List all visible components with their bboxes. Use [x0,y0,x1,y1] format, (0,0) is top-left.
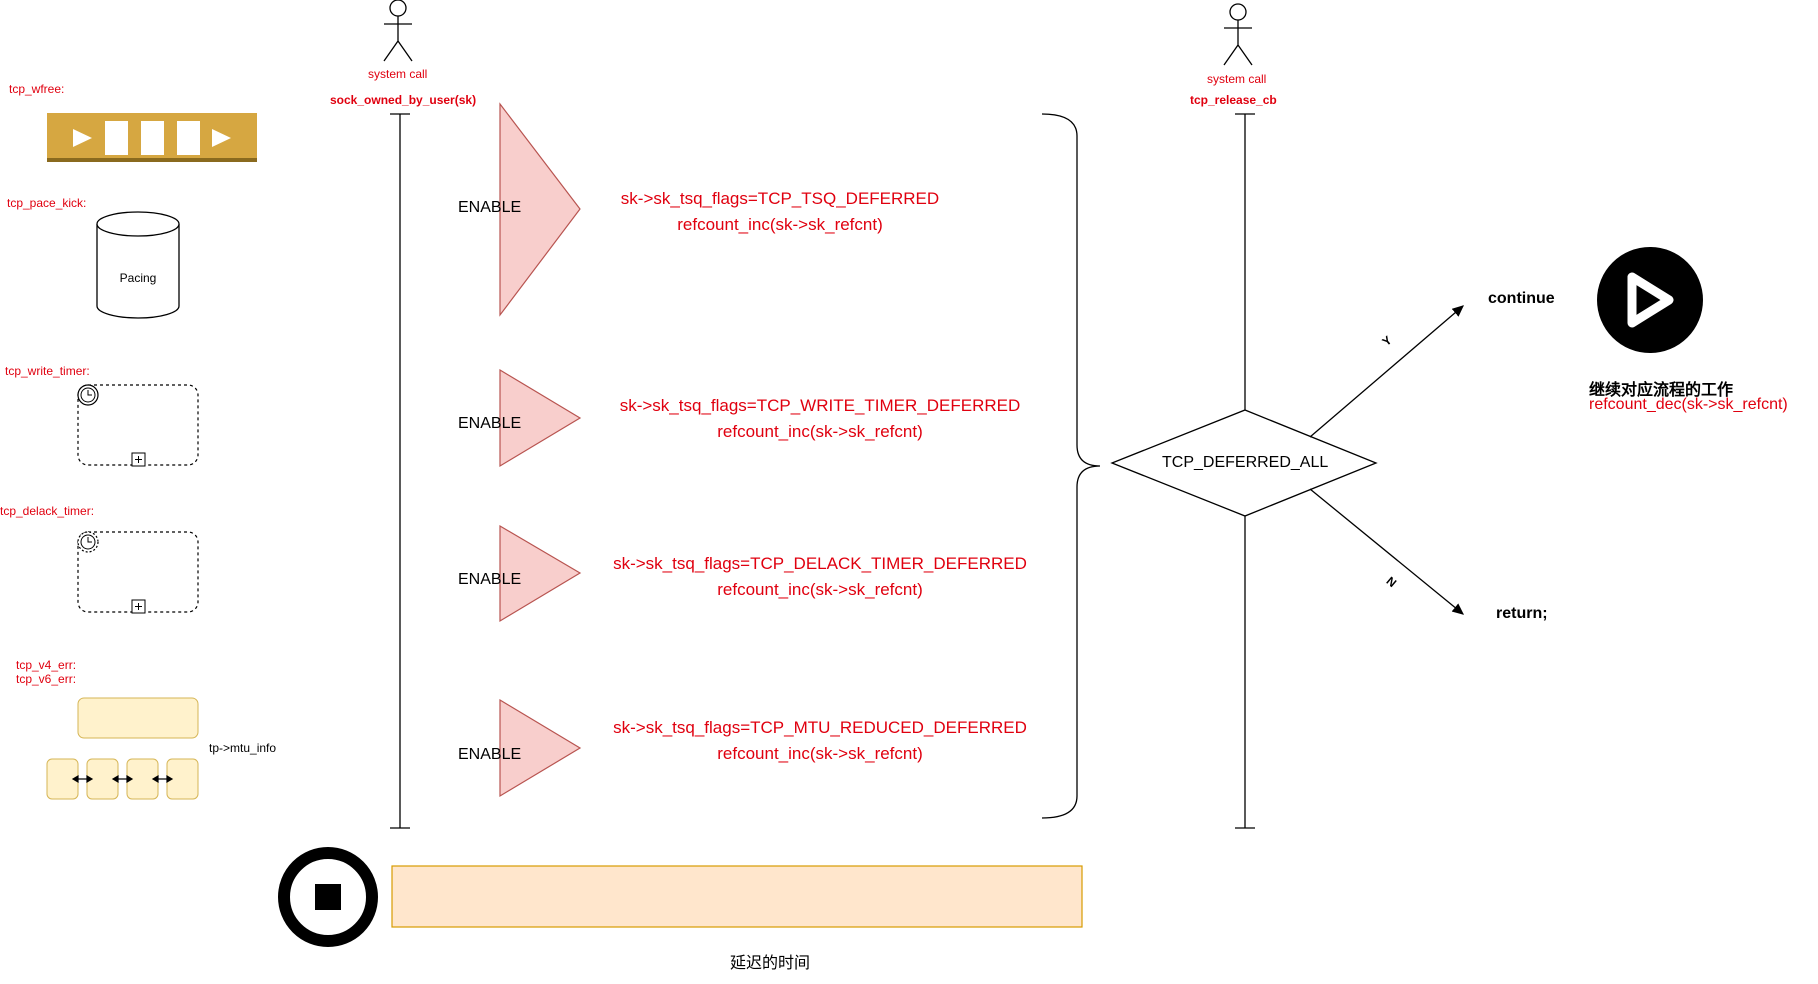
triangle-mtu [499,698,582,798]
left-actor-name: sock_owned_by_user(sk) [330,93,477,107]
flag-text: sk->sk_tsq_flags=TCP_MTU_REDUCED_DEFERRE… [613,718,1027,737]
mtu-info-label: tp->mtu_info [209,741,277,755]
triangle-write-timer [499,368,582,468]
triangle-delack [499,524,582,623]
refcount-text: refcount_inc(sk->sk_refcnt) [717,580,923,599]
enable-label: ENABLE [458,571,522,588]
enable-triangles [499,102,582,798]
wfree-tape-icon [47,113,257,162]
legend-tcp-v4-err: tcp_v4_err: [16,658,77,672]
clock-icon [77,531,99,553]
continue-label: continue [1488,290,1555,307]
enable-label: ENABLE [458,415,522,432]
plus-box-icon [131,599,146,614]
stick-figure-icon [383,0,413,62]
no-arrow [1309,488,1465,615]
triangle-tsq [499,102,581,317]
flag-block-mtu: sk->sk_tsq_flags=TCP_MTU_REDUCED_DEFERRE… [600,715,1040,767]
stop-icon [278,847,378,947]
yes-arrow [1309,305,1464,438]
play-icon [1597,247,1703,353]
flag-block-tsq: sk->sk_tsq_flags=TCP_TSQ_DEFERRED refcou… [600,186,960,238]
enable-label: ENABLE [458,746,522,763]
continue-ref: refcount_dec(sk->sk_refcnt) [1589,396,1788,413]
delay-bar [391,865,1083,928]
return-label: return; [1496,605,1548,622]
write-timer-box [77,384,199,467]
flag-text: sk->sk_tsq_flags=TCP_WRITE_TIMER_DEFERRE… [619,396,1021,415]
left-lifeline [390,113,410,829]
right-lifeline [1235,113,1255,829]
clock-icon [77,384,99,406]
continue-note: 继续对应流程的工作 [1589,382,1734,399]
pacing-label: Pacing [119,271,157,285]
right-actor-name: tcp_release_cb [1190,93,1277,107]
stick-figure-icon [1223,3,1253,66]
flag-block-write-timer: sk->sk_tsq_flags=TCP_WRITE_TIMER_DEFERRE… [600,393,1040,445]
enable-label: ENABLE [458,199,522,216]
flag-text: sk->sk_tsq_flags=TCP_DELACK_TIMER_DEFERR… [613,554,1027,573]
legend-tcp-pace-kick: tcp_pace_kick: [7,196,87,210]
decision-label: TCP_DEFERRED_ALL [1162,454,1329,471]
left-actor-role: system call [368,67,428,81]
plus-box-icon [131,452,146,467]
right-actor-role: system call [1207,72,1267,86]
flag-text: sk->sk_tsq_flags=TCP_TSQ_DEFERRED [620,189,940,208]
legend-tcp-delack-timer: tcp_delack_timer: [0,504,95,518]
legend-tcp-v6-err: tcp_v6_err: [16,672,77,686]
refcount-text: refcount_inc(sk->sk_refcnt) [717,744,923,763]
brace [1041,113,1101,819]
legend-tcp-write-timer: tcp_write_timer: [5,364,90,378]
delack-timer-box [77,531,199,614]
delay-label: 延迟的时间 [729,955,810,972]
refcount-text: refcount_inc(sk->sk_refcnt) [717,422,923,441]
err-boxes [46,697,199,800]
refcount-text: refcount_inc(sk->sk_refcnt) [677,215,883,234]
flag-block-delack: sk->sk_tsq_flags=TCP_DELACK_TIMER_DEFERR… [600,551,1040,603]
legend-tcp-wfree: tcp_wfree: [9,82,65,96]
pacing-cylinder-icon [96,211,180,319]
